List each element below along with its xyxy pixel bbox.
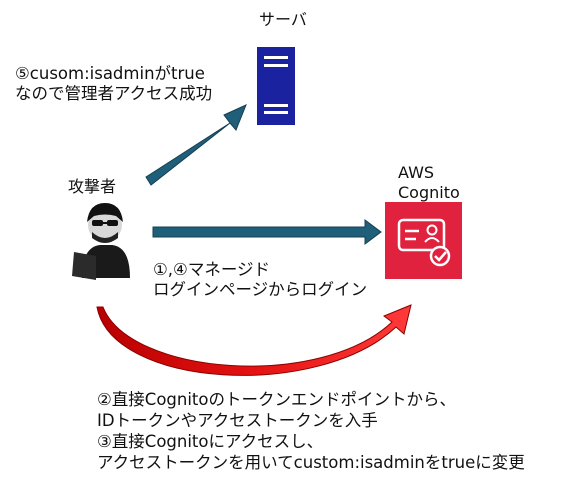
attacker-label: 攻撃者 — [68, 177, 117, 196]
aws-label: AWS — [398, 163, 435, 182]
step2-line1: ②直接Cognitoのトークンエンドポイントから、 — [97, 390, 456, 409]
step3-line2: アクセストークンを用いてcustom:isadminをtrueに変更 — [97, 453, 525, 472]
step14-line1: ①,④マネージド — [153, 260, 270, 279]
curved-arrow-to-cognito — [96, 304, 412, 376]
step5-line2: なので管理者アクセス成功 — [15, 84, 213, 103]
step2-line2: IDトークンやアクセストークンを入手 — [97, 411, 378, 430]
step3-line1: ③直接Cognitoにアクセスし、 — [97, 432, 324, 451]
step14-line2: ログインページからログイン — [153, 280, 368, 299]
cognito-icon — [385, 202, 462, 279]
arrow-to-cognito — [152, 219, 382, 245]
server-icon — [257, 47, 295, 125]
server-label: サーバ — [259, 10, 307, 29]
cognito-label: Cognito — [398, 183, 460, 202]
arrow-to-server — [145, 104, 247, 186]
hacker-icon — [72, 203, 130, 280]
step5-line1: ⑤cusom:isadminがtrue — [15, 64, 205, 83]
